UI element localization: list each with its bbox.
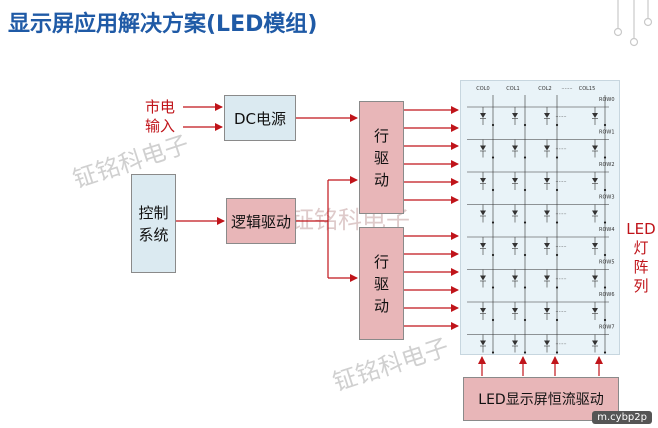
matrix-row-label: ROW5	[599, 260, 615, 266]
matrix-row-label: ROW2	[599, 162, 615, 168]
led-array-label: LED 灯 阵 列	[626, 220, 656, 295]
led-cell	[592, 334, 607, 354]
led-cell	[592, 269, 607, 289]
led-cell	[480, 269, 495, 289]
matrix-row-label: ROW3	[599, 195, 615, 201]
led-cell	[592, 139, 607, 159]
matrix-row-label: ROW0	[599, 97, 615, 103]
led-cell	[480, 107, 495, 127]
led-cell	[512, 172, 527, 192]
led-cell	[544, 172, 559, 192]
led-cell	[544, 302, 559, 322]
matrix-row-label: ROW6	[599, 292, 615, 298]
matrix-row-ellipsis: ·······	[555, 309, 567, 315]
led-cell	[480, 172, 495, 192]
matrix-row-label: ROW4	[599, 227, 615, 233]
led-cell	[480, 237, 495, 257]
led-cell	[480, 204, 495, 224]
row-driver-bottom-box: 行 驱 动	[359, 227, 404, 340]
matrix-row-ellipsis: ·······	[555, 114, 567, 120]
matrix-row-label: ROW7	[599, 325, 615, 331]
led-cell	[544, 107, 559, 127]
led-cell	[592, 237, 607, 257]
led-cell	[592, 172, 607, 192]
led-cell	[592, 107, 607, 127]
matrix-row-ellipsis: ·······	[555, 212, 567, 218]
matrix-column-label: COL1	[506, 86, 519, 92]
matrix-column-label: COL2	[538, 86, 551, 92]
led-cell	[512, 269, 527, 289]
matrix-row-ellipsis: ·······	[555, 244, 567, 250]
matrix-row-ellipsis: ·······	[555, 342, 567, 348]
matrix-row-label: ROW1	[599, 130, 615, 136]
logic-driver-box: 逻辑驱动	[226, 198, 296, 244]
led-cell	[544, 269, 559, 289]
led-cell	[512, 107, 527, 127]
mains-input-label: 市电 输入	[144, 98, 175, 135]
led-cell	[512, 302, 527, 322]
led-matrix-schematic: COL0 COL1 COL2 COL15 ······· ROW0 ······· ROW1 ·…	[467, 86, 615, 354]
led-cell	[480, 334, 495, 354]
matrix-row-ellipsis: ·······	[555, 179, 567, 185]
row-driver-top-box: 行 驱 动	[359, 101, 404, 214]
matrix-column-ellipsis: ·······	[561, 86, 573, 92]
source-badge: m.cybp2p	[592, 411, 652, 424]
led-cell	[512, 334, 527, 354]
page-title: 显示屏应用解决方案(LED模组)	[8, 12, 318, 37]
led-cell	[544, 139, 559, 159]
matrix-column-label: COL15	[579, 86, 596, 92]
control-system-box: 控制 系统	[131, 174, 176, 273]
matrix-row-ellipsis: ·······	[555, 277, 567, 283]
matrix-row-ellipsis: ·······	[555, 147, 567, 153]
matrix-column-label: COL0	[476, 86, 489, 92]
led-matrix: COL0 COL1 COL2 COL15 ······· ROW0 ······· ROW1 ·…	[460, 80, 620, 355]
dc-power-box: DC电源	[224, 95, 296, 141]
led-cell	[480, 302, 495, 322]
corner-circuit-decoration	[613, 0, 653, 47]
